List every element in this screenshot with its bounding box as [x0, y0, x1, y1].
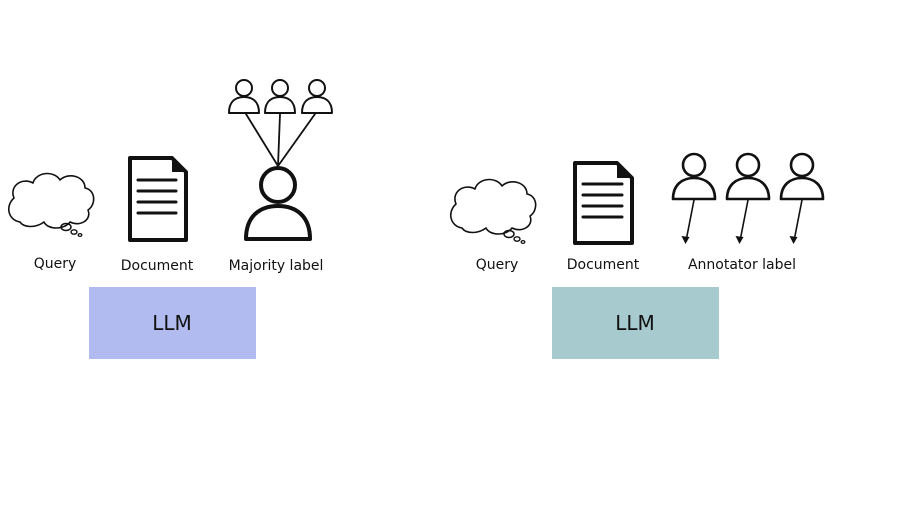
- llm-box: [89, 287, 256, 359]
- thought-cloud-icon: [7, 172, 95, 238]
- query-label: Query: [34, 256, 77, 272]
- query-label: Query: [476, 257, 519, 273]
- document-icon: [128, 156, 188, 242]
- annotators-with-arrows-icon: [671, 152, 825, 244]
- majority-annotators-icon: [228, 79, 333, 167]
- right-panel: Query Document Annotator label LLM: [449, 152, 825, 359]
- person-icon: [244, 166, 312, 241]
- document-icon: [573, 161, 634, 245]
- llm-box: [552, 287, 719, 359]
- llm-label: LLM: [152, 311, 192, 335]
- left-panel: Query Document Majority label LLM: [7, 79, 333, 359]
- majority-label: Majority label: [229, 258, 324, 274]
- document-label: Document: [567, 257, 640, 273]
- document-label: Document: [121, 258, 194, 274]
- thought-cloud-icon: [449, 178, 537, 245]
- annotator-label: Annotator label: [688, 257, 796, 273]
- llm-label: LLM: [615, 311, 655, 335]
